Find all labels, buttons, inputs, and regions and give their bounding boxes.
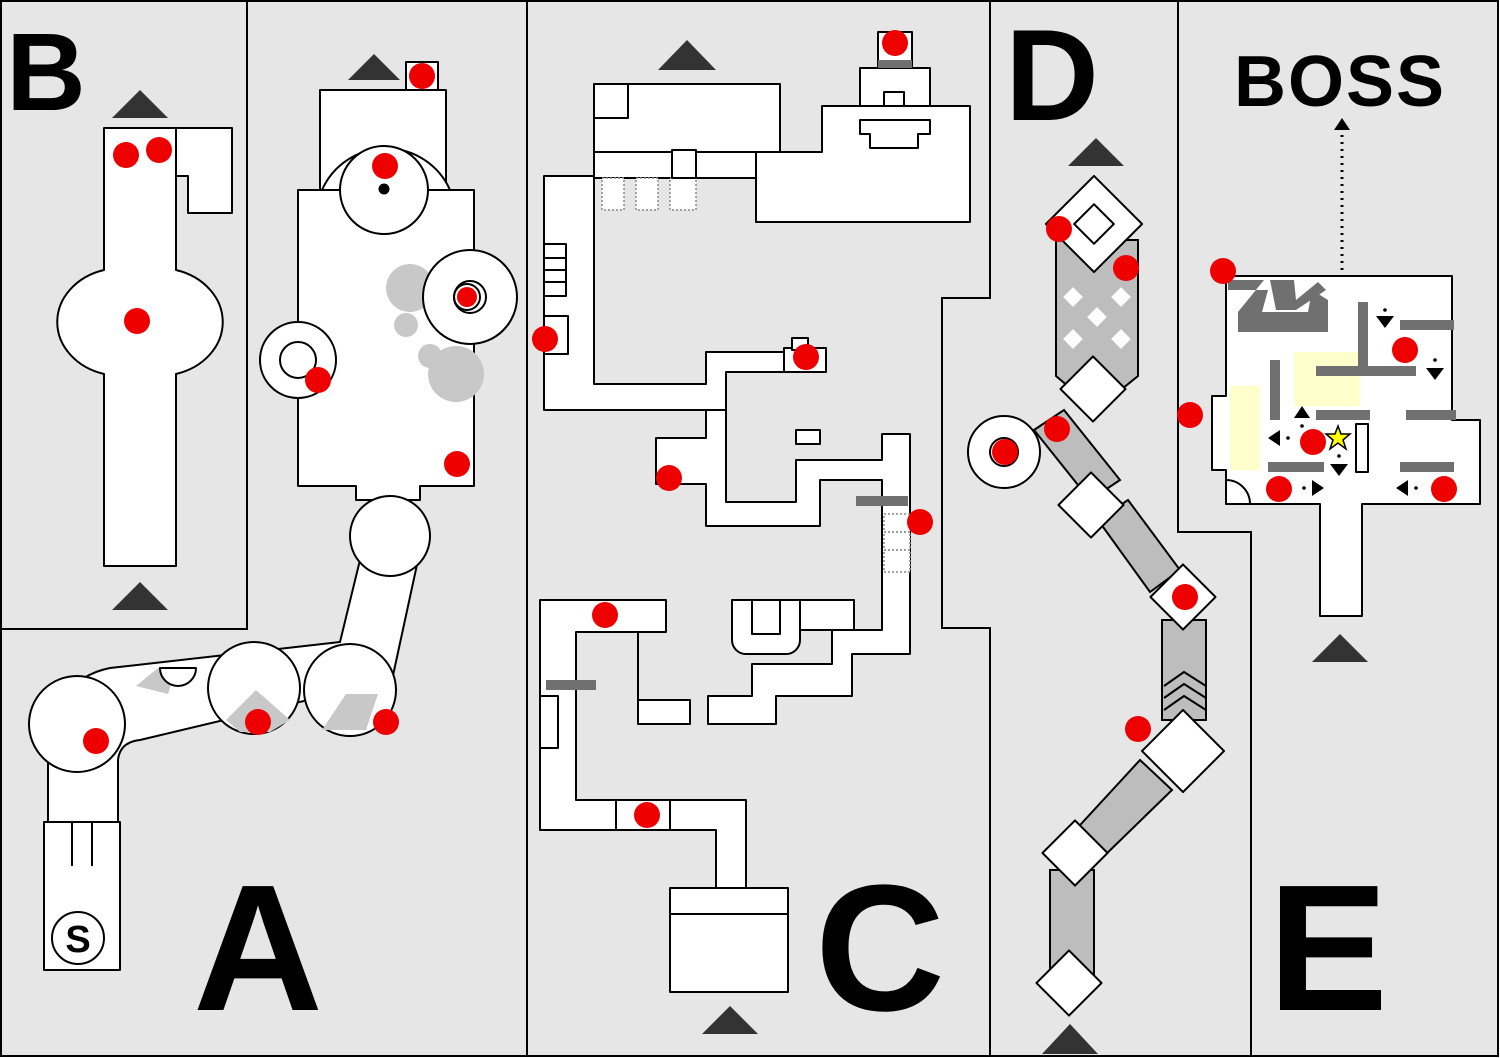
item-red-dot-icon[interactable] <box>457 287 477 307</box>
item-red-dot-icon[interactable] <box>1113 255 1139 281</box>
item-red-dot-icon[interactable] <box>656 465 682 491</box>
zone-label-e: E <box>1268 848 1388 1049</box>
item-red-dot-icon[interactable] <box>634 802 660 828</box>
a-round-room-3 <box>303 643 397 737</box>
zone-c-rooms <box>539 31 971 993</box>
b-side-room <box>175 127 233 214</box>
d-diamond-6 <box>1035 949 1103 1017</box>
exit-triangle-icon[interactable] <box>1312 634 1368 662</box>
a-round-room-1 <box>28 675 126 773</box>
item-red-dot-icon[interactable] <box>592 602 618 628</box>
exit-markers <box>112 40 1368 1054</box>
exit-triangle-icon[interactable] <box>658 40 716 70</box>
a-round-room-left-inner <box>279 341 317 379</box>
d-diamond-4 <box>1140 708 1226 794</box>
zone-label-d: D <box>1005 2 1099 148</box>
start-label: S <box>65 919 90 961</box>
item-red-dot-icon[interactable] <box>373 709 399 735</box>
start-marker: S <box>51 911 105 965</box>
item-red-dot-icon[interactable] <box>1172 584 1198 610</box>
zone-b-rooms <box>56 127 233 567</box>
b-main-corridor <box>56 127 224 567</box>
exit-triangle-icon[interactable] <box>1042 1024 1098 1054</box>
item-red-dot-icon[interactable] <box>1392 337 1418 363</box>
item-red-dot-icon[interactable] <box>1177 402 1203 428</box>
exit-triangle-icon[interactable] <box>348 54 400 80</box>
a-round-room-mid <box>349 495 431 577</box>
item-red-dot-icon[interactable] <box>793 344 819 370</box>
item-red-dot-icon[interactable] <box>146 137 172 163</box>
item-red-dot-icon[interactable] <box>245 709 271 735</box>
item-red-dot-icon[interactable] <box>409 63 435 89</box>
item-red-dot-icon[interactable] <box>124 308 150 334</box>
zone-label-b: B <box>6 11 85 134</box>
item-red-dot-icon[interactable] <box>882 30 908 56</box>
zone-e-rooms <box>1211 118 1481 617</box>
item-ring-icon <box>453 283 481 311</box>
item-red-dot-icon[interactable] <box>444 451 470 477</box>
zone-labels: B A C D E BOSS <box>6 2 1446 1049</box>
item-red-dot-icon[interactable] <box>532 326 558 352</box>
item-red-dot-icon[interactable] <box>1044 416 1070 442</box>
boss-label: BOSS <box>1234 42 1446 122</box>
d-diamond-2 <box>1057 471 1125 539</box>
item-red-dot-icon[interactable] <box>83 728 109 754</box>
exit-triangle-icon[interactable] <box>112 582 168 610</box>
d-diamond-1 <box>1059 355 1127 423</box>
exit-triangle-icon[interactable] <box>1068 138 1124 166</box>
start-circle-icon <box>51 911 105 965</box>
zone-label-a: A <box>193 848 323 1049</box>
item-red-dot-icon[interactable] <box>1300 429 1326 455</box>
c-bottom-room <box>669 887 789 993</box>
exit-triangle-icon[interactable] <box>702 1006 758 1034</box>
exit-triangle-icon[interactable] <box>112 90 168 118</box>
item-red-dot-icon[interactable] <box>1210 258 1236 284</box>
d-diamond-5 <box>1041 819 1109 887</box>
item-red-dot-icon[interactable] <box>907 509 933 535</box>
item-red-dot-icon[interactable] <box>113 142 139 168</box>
item-markers <box>83 30 1457 828</box>
zone-a-rooms <box>28 61 518 971</box>
item-red-dot-icon[interactable] <box>372 153 398 179</box>
c-middle-maze <box>655 409 911 725</box>
item-red-dot-icon[interactable] <box>305 367 331 393</box>
item-red-dot-icon[interactable] <box>1431 476 1457 502</box>
boss-star-icon <box>1323 423 1353 452</box>
item-red-dot-icon[interactable] <box>1125 716 1151 742</box>
item-red-dot-icon[interactable] <box>1266 476 1292 502</box>
zone-label-c: C <box>815 848 945 1049</box>
c-lower-left-corridor <box>539 599 747 889</box>
item-red-dot-icon[interactable] <box>992 439 1018 465</box>
item-red-dot-icon[interactable] <box>1046 216 1072 242</box>
